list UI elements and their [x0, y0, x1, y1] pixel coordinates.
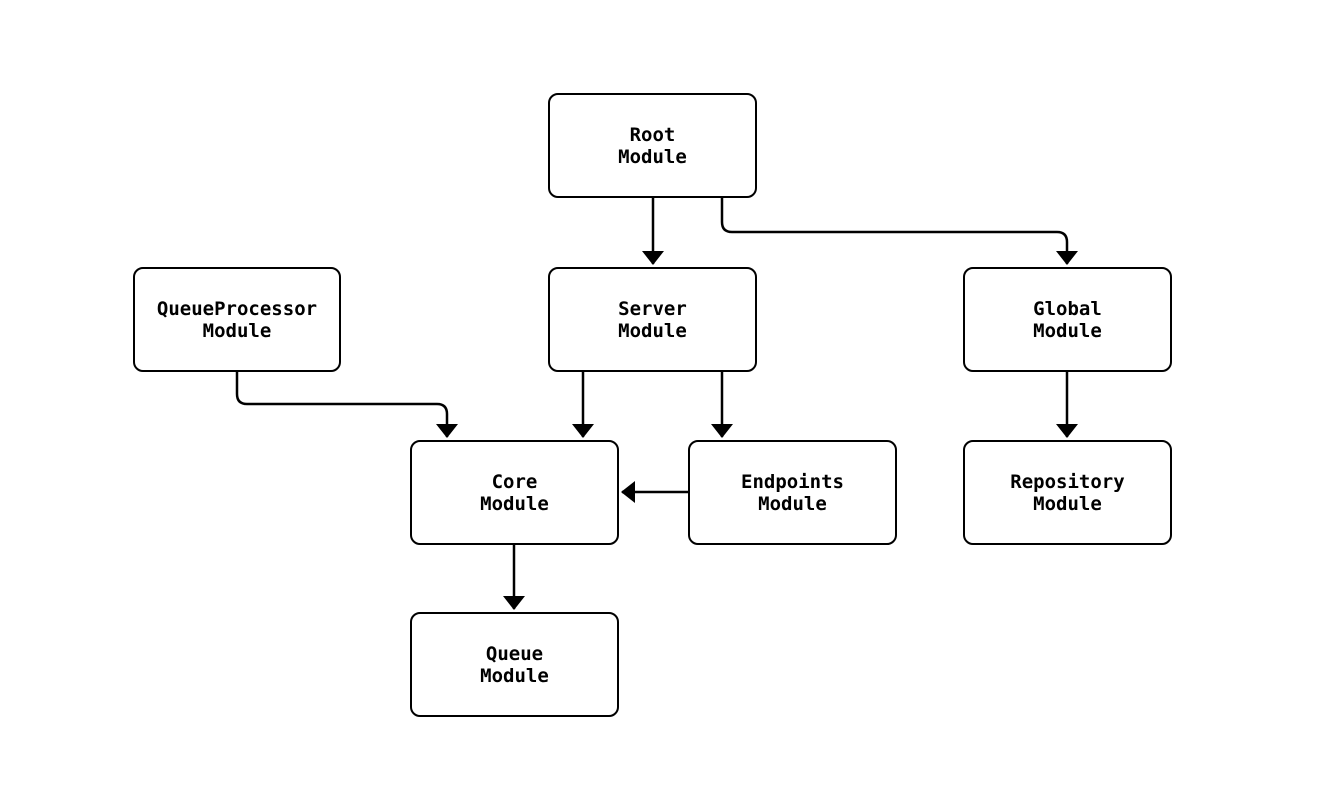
node-label-line1: Queue — [485, 642, 544, 665]
node-core-module: Core Module — [410, 440, 619, 545]
node-label-line2: Module — [1033, 492, 1102, 515]
node-label-line1: Core — [491, 470, 538, 493]
node-label-line2: Module — [480, 664, 549, 687]
node-label-line1: Endpoints — [741, 470, 844, 493]
node-repository-module: Repository Module — [963, 440, 1172, 545]
node-label-line1: Repository — [1010, 470, 1125, 493]
edge-queueprocessor-to-core — [235, 372, 458, 438]
edge-root-to-global — [720, 198, 1078, 265]
node-label-line1: Root — [629, 123, 676, 146]
node-label-line2: Module — [480, 492, 549, 515]
node-label-line2: Module — [618, 319, 687, 342]
node-queue-module: Queue Module — [410, 612, 619, 717]
node-label-line1: Server — [618, 297, 687, 320]
node-label-line2: Module — [1033, 319, 1102, 342]
node-label-line2: Module — [202, 319, 272, 342]
node-server-module: Server Module — [548, 267, 757, 372]
node-global-module: Global Module — [963, 267, 1172, 372]
node-root-module: Root Module — [548, 93, 757, 198]
node-queueprocessor-module: QueueProcessor Module — [133, 267, 341, 372]
node-endpoints-module: Endpoints Module — [688, 440, 897, 545]
node-label-line1: QueueProcessor — [156, 297, 318, 320]
node-label-line2: Module — [618, 145, 687, 168]
node-label-line1: Global — [1033, 297, 1102, 320]
node-label-line2: Module — [758, 492, 827, 515]
